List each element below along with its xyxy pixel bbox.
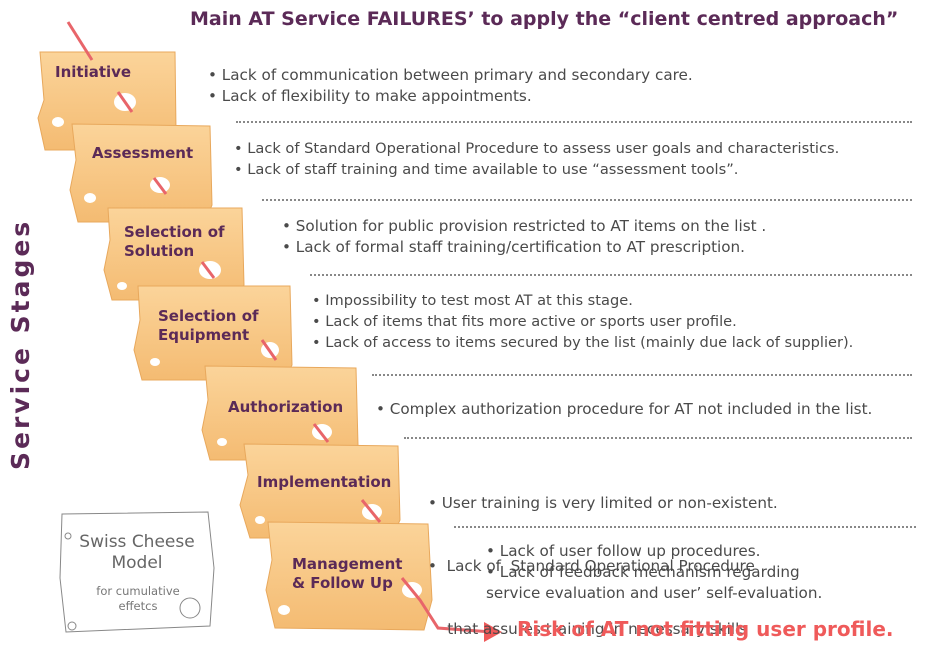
risk-arrow-head: [484, 622, 502, 642]
bullet-item: • Lack of Standard Operational Procedure: [428, 557, 755, 575]
bullet-item: service evaluation and user’ self-evalua…: [486, 584, 823, 602]
divider: [404, 437, 912, 439]
stage-label-authorization: Authorization: [228, 398, 344, 416]
bullet-item: • Lack of items that fits more active or…: [312, 313, 737, 330]
bullets-authorization: • Complex authorization procedure for AT…: [376, 399, 872, 420]
bullet-item: • Lack of Standard Operational Procedure…: [234, 140, 840, 157]
bullet-item: that assures training in necessary skill…: [428, 620, 748, 638]
bullet-item: • Impossibility to test most AT at this …: [312, 292, 633, 309]
bullets-management: • Lack of user follow up procedures. • L…: [486, 541, 822, 604]
bullet-item: • Lack of access to items secured by the…: [312, 334, 854, 351]
bullet-item: • Solution for public provision restrict…: [282, 217, 767, 235]
bullet-item: • Lack of formal staff training/certific…: [282, 238, 746, 256]
divider: [454, 526, 916, 528]
bullets-selection-solution: • Solution for public provision restrict…: [282, 216, 766, 258]
bullet-item: • Lack of staff training and time availa…: [234, 161, 739, 178]
stage-label-selection-equipment: Selection of Equipment: [158, 307, 259, 344]
bullets-selection-equipment: • Impossibility to test most AT at this …: [312, 290, 853, 353]
stage-label-management: Management & Follow Up: [292, 555, 403, 592]
cheese-slice-selection-solution: [103, 207, 245, 301]
bullet-item: • Lack of user follow up procedures.: [486, 542, 761, 560]
failure-trajectory: [66, 21, 493, 634]
page-title: Main AT Service FAILURES’ to apply the “…: [190, 8, 899, 30]
cheese-slice-assessment: [69, 123, 213, 223]
risk-text: Risk of AT not fitting user profile.: [517, 617, 894, 641]
bullet-item: • Lack of feedback mechanism regarding: [486, 563, 800, 581]
bullet-item: • Complex authorization procedure for AT…: [376, 400, 873, 418]
divider: [372, 374, 912, 376]
bullets-assessment: • Lack of Standard Operational Procedure…: [234, 138, 839, 180]
service-stages-label: Service Stages: [6, 218, 35, 470]
bullet-item: • Lack of communication between primary …: [208, 66, 693, 84]
swiss-cheese-outline: [59, 511, 215, 633]
bullets-initiative: • Lack of communication between primary …: [208, 65, 693, 107]
stage-label-initiative: Initiative: [55, 63, 132, 81]
swiss-cheese-subtitle: for cumulative effetcs: [96, 584, 180, 613]
divider: [262, 199, 912, 201]
bullets-implementation: • User training is very limited or non-e…: [428, 451, 778, 661]
cheese-diagram: [37, 21, 502, 642]
stage-label-implementation: Implementation: [257, 473, 392, 491]
swiss-cheese-title: Swiss Cheese Model: [79, 532, 195, 573]
divider: [236, 121, 912, 123]
bullet-item: • User training is very limited or non-e…: [428, 494, 778, 512]
stage-label-assessment: Assessment: [92, 144, 194, 162]
divider: [310, 274, 912, 276]
bullet-item: • Lack of flexibility to make appointmen…: [208, 87, 532, 105]
stage-label-selection-solution: Selection of Solution: [124, 223, 225, 260]
